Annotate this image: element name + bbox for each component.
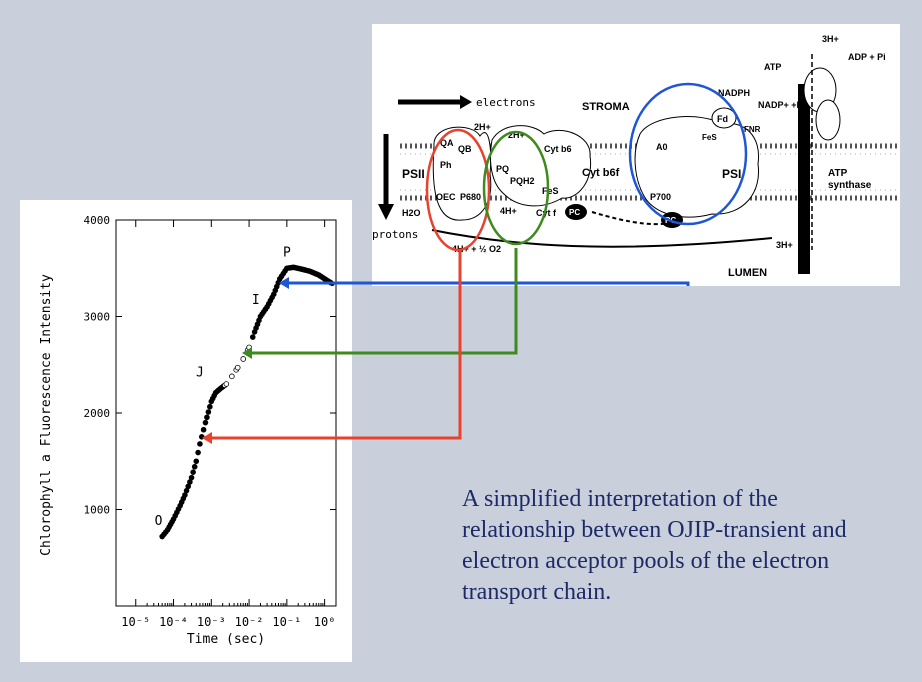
y-axis-ticks: 1000 2000 3000 4000 xyxy=(84,214,336,517)
x-axis-ticks: 10⁻⁵ 10⁻⁴ 10⁻³ 10⁻² 10⁻¹ 10⁰ xyxy=(121,220,337,629)
adp-label: ADP + Pi xyxy=(848,52,886,62)
data-points xyxy=(159,264,335,540)
data-point xyxy=(205,409,212,415)
qb-label: QB xyxy=(458,144,472,154)
a0-label: A0 xyxy=(656,142,668,152)
electrons-label: electrons xyxy=(476,96,536,109)
data-point xyxy=(195,449,201,456)
psii-label: PSII xyxy=(402,167,425,181)
three-h-top-label: 3H+ xyxy=(822,34,839,44)
pc-label-1: PC xyxy=(569,208,580,217)
cyt-f-label: Cyt f xyxy=(536,208,557,218)
ojip-chart: 1000 2000 3000 4000 10⁻⁵ 10⁻⁴ 10⁻³ 10⁻² 10⁻¹ 10⁰… xyxy=(39,214,337,647)
data-point xyxy=(204,414,210,421)
p700-label: P700 xyxy=(650,192,671,202)
fd-label: Fd xyxy=(717,114,728,124)
two-h-top-label: 2H+ xyxy=(474,122,491,132)
x-tick-label: 10⁻⁴ xyxy=(159,615,188,629)
data-point xyxy=(198,434,205,440)
electrons-legend: electrons xyxy=(398,95,536,109)
psi-highlight xyxy=(628,82,748,226)
atp-synthase: ATP synthase ATP ADP + Pi 3H+ 3H+ xyxy=(764,34,886,274)
phase-label: I xyxy=(252,293,260,308)
cyt-b6f-complex: 2H+ PQ PQH2 Cyt b6 Cyt b6f FeS Cyt f 4H+… xyxy=(490,125,620,220)
x-tick-label: 10⁻² xyxy=(235,615,264,629)
data-point xyxy=(207,403,213,410)
stroma-label: STROMA xyxy=(582,101,630,113)
data-point xyxy=(223,381,230,387)
electron-flow-arrows xyxy=(431,211,773,248)
protons-label: protons xyxy=(372,228,418,241)
y-tick-label: 2000 xyxy=(84,407,111,420)
p680-label: P680 xyxy=(460,192,481,202)
qa-label: QA xyxy=(440,138,454,148)
x-tick-label: 10⁻³ xyxy=(197,615,226,629)
nadp-label: NADP+ +H+ xyxy=(758,100,808,110)
x-tick-label: 10⁻¹ xyxy=(272,615,301,629)
phase-label: J xyxy=(196,365,204,380)
data-point xyxy=(193,458,200,465)
electron-transport-chain-diagram: electrons protons STROMA LUMEN PSII QA Q… xyxy=(372,34,900,279)
atp-synthase-label-2: synthase xyxy=(828,180,872,191)
data-point xyxy=(249,334,256,340)
data-point xyxy=(200,426,207,433)
cyt-b6f-label: Cyt b6f xyxy=(582,167,620,179)
cyt-b6-label: Cyt b6 xyxy=(544,144,572,154)
psi-complex: A0 P700 PSI FeS Fd FNR NADPH NADP+ +H+ P… xyxy=(634,88,808,228)
pq-label: PQ xyxy=(496,164,509,174)
data-point xyxy=(190,469,196,475)
y-tick-label: 4000 xyxy=(84,214,111,227)
data-point xyxy=(191,463,198,470)
four-h-label: 4H+ xyxy=(500,206,517,216)
fd-carrier xyxy=(711,107,737,129)
ojip-chart-panel: 1000 2000 3000 4000 10⁻⁵ 10⁻⁴ 10⁻³ 10⁻² 10⁻¹ 10⁰… xyxy=(20,200,352,662)
y-axis-label: Chlorophyll a Fluorescence Intensity xyxy=(39,274,54,556)
y-tick-label: 1000 xyxy=(84,504,111,517)
data-point xyxy=(246,344,252,351)
two-h-pq-label: 2H+ xyxy=(508,130,525,140)
phase-label: P xyxy=(283,246,291,261)
data-point xyxy=(188,474,195,481)
protons-legend: protons xyxy=(372,134,418,241)
data-point xyxy=(197,441,203,447)
pqh2-label: PQH2 xyxy=(510,176,535,186)
atp-synthase-label-1: ATP xyxy=(828,168,848,179)
h2o-label: H2O xyxy=(402,208,421,218)
y-tick-label: 3000 xyxy=(84,311,111,324)
fnr-label: FNR xyxy=(744,125,761,134)
x-tick-label: 10⁰ xyxy=(314,615,336,629)
x-axis-label: Time (sec) xyxy=(187,632,265,647)
oec-label: OEC xyxy=(436,192,456,202)
data-point xyxy=(234,364,241,371)
psi-label: PSI xyxy=(722,167,741,181)
pc-carrier-1 xyxy=(565,204,587,220)
psi-fes-label: FeS xyxy=(702,133,717,142)
nadph-label: NADPH xyxy=(718,88,750,98)
caption-text: A simplified interpretation of the relat… xyxy=(462,486,847,605)
thylakoid-membrane-diagram: electrons protons STROMA LUMEN PSII QA Q… xyxy=(372,24,900,286)
plot-frame xyxy=(115,219,337,607)
three-h-bottom-label: 3H+ xyxy=(776,240,793,250)
x-tick-label: 10⁻⁵ xyxy=(121,615,150,629)
ph-label: Ph xyxy=(440,160,452,170)
data-point xyxy=(240,356,247,362)
atp-label: ATP xyxy=(764,62,781,72)
fes-label: FeS xyxy=(542,186,559,196)
data-point xyxy=(229,373,235,380)
phase-label: O xyxy=(155,514,163,529)
lumen-label: LUMEN xyxy=(728,267,767,279)
pq-pool-highlight xyxy=(482,130,550,246)
data-point xyxy=(329,281,335,287)
data-point xyxy=(202,419,209,426)
